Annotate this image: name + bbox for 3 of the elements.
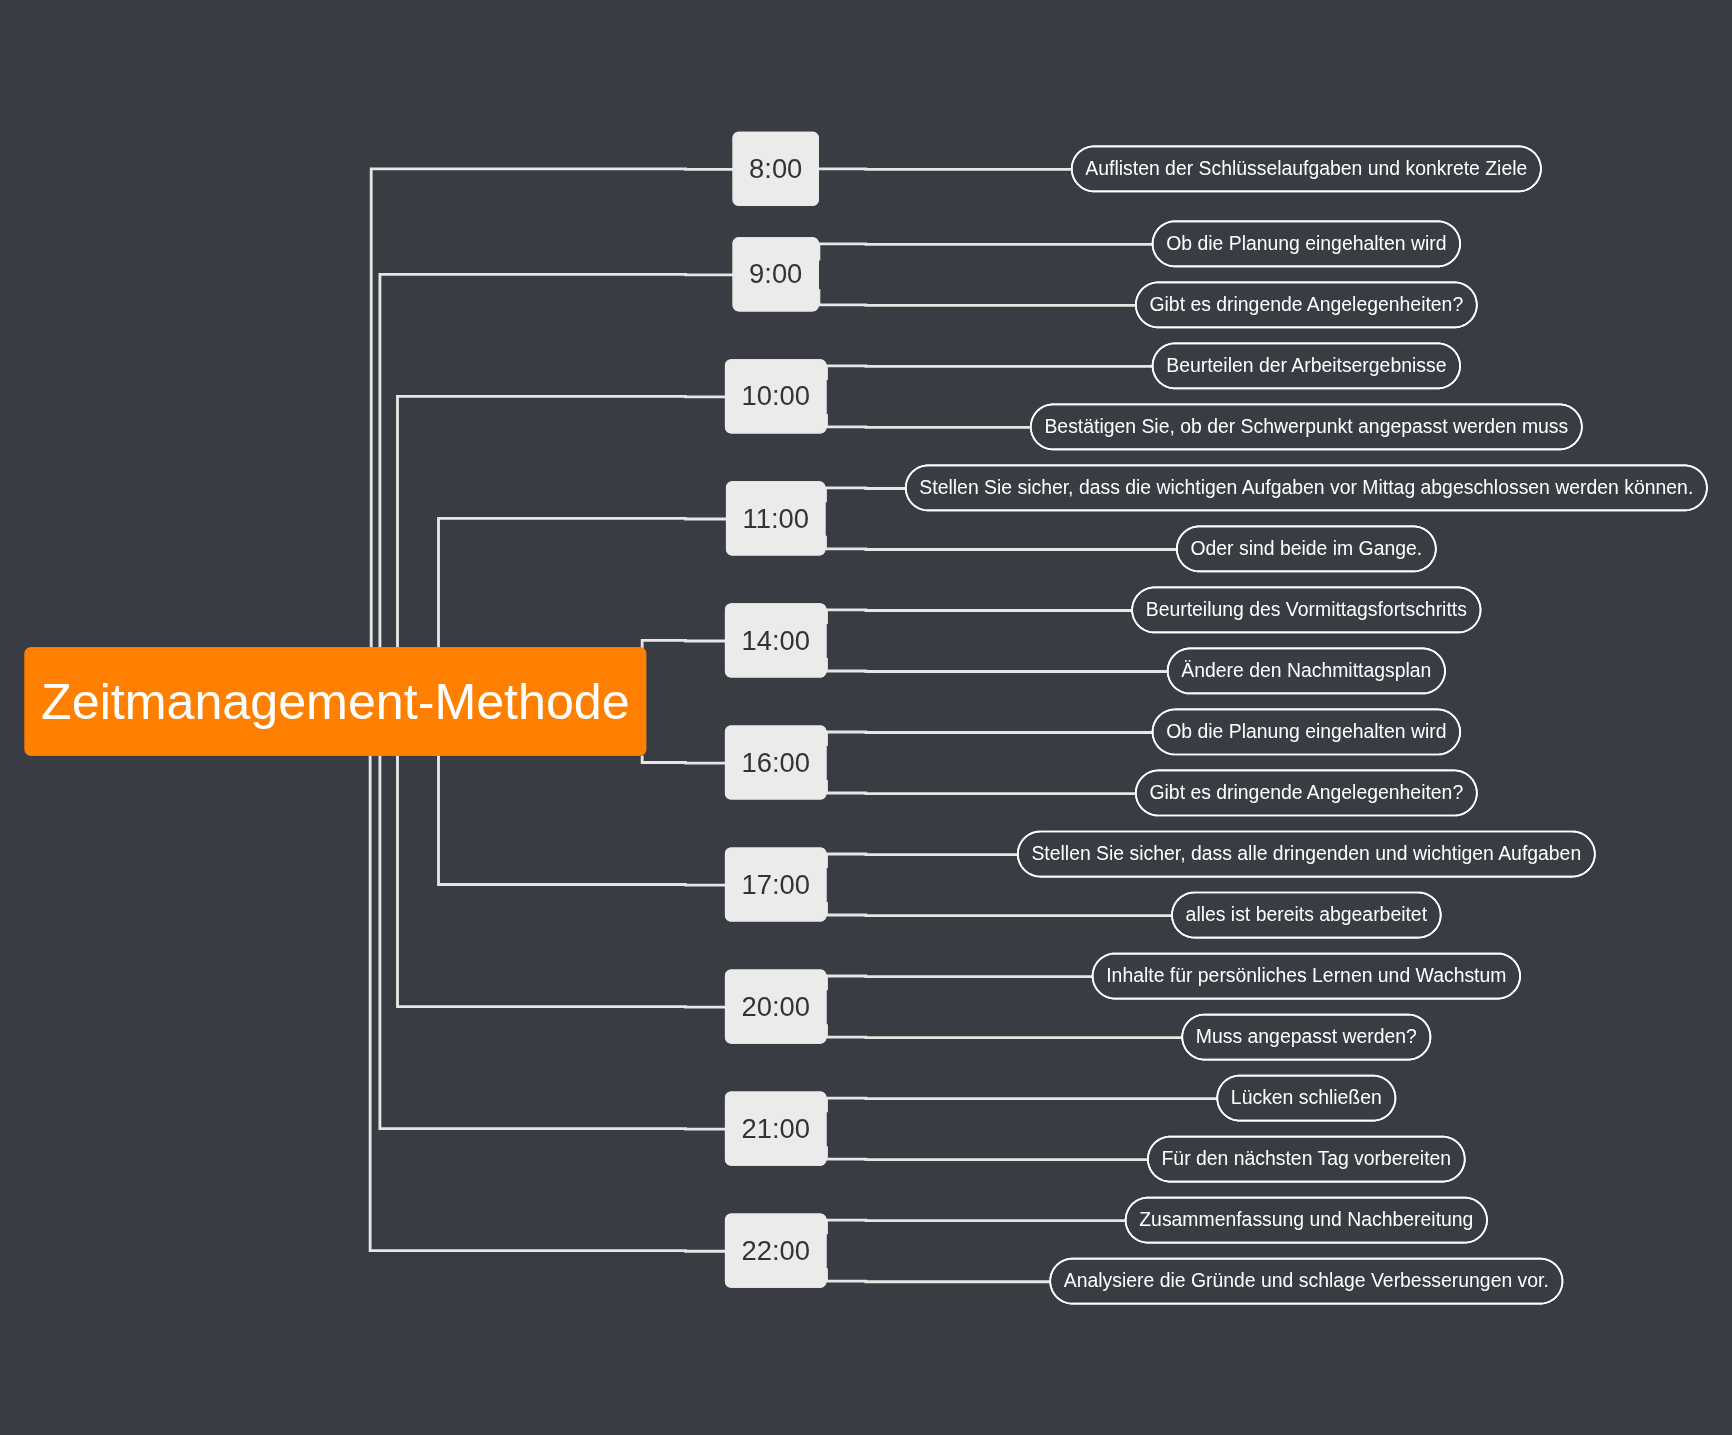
connector (369, 166, 734, 648)
connector (378, 272, 734, 648)
connector (396, 394, 727, 648)
